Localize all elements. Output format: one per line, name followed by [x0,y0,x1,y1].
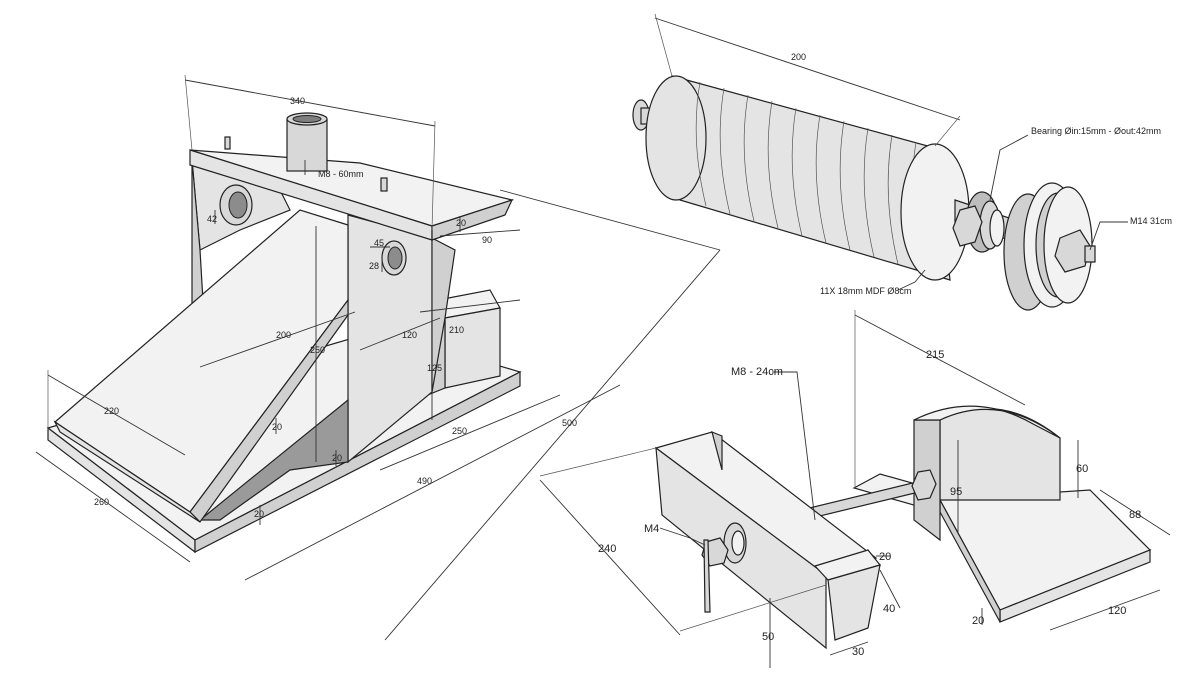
drum-assembly: 200 Bearing Øin:15mm - Øout:42mm M14 31c… [632,13,1172,311]
stand-ramp-shadow [198,398,349,521]
dim-90: 90 [482,235,492,245]
dim-120: 120 [402,330,417,340]
dim-m4: M4 [644,523,659,535]
drum-nut-left [952,205,983,247]
dim-30: 30 [852,646,864,658]
dim-200-drum: 200 [791,52,806,62]
dim-m8-24cm: M8 - 24cm [731,366,783,378]
drum-dimension-labels: 200 Bearing Øin:15mm - Øout:42mm M14 31c… [791,52,1172,296]
tensioner-assembly: M8 - 24cm 215 M4 240 95 60 88 20 40 50 3… [539,310,1171,668]
stand-assembly: 340 M8 - 60mm 42 20 90 45 28 200 250 120… [35,74,721,641]
dim-220: 220 [104,406,119,416]
stand-top-plate [189,136,515,241]
dim-45: 45 [374,238,384,248]
drum-dimension-lines [654,13,1128,291]
stand-bearing-holes [219,184,407,276]
dim-88: 88 [1129,509,1141,521]
dim-40: 40 [883,603,895,615]
dim-20-b: 20 [972,615,984,627]
stand-ramp [53,209,349,523]
tensioner-handle [703,539,711,613]
dim-240: 240 [598,543,616,555]
dim-250: 250 [452,426,467,436]
dim-260: 260 [94,497,109,507]
dim-215: 215 [926,349,944,361]
tensioner-right-block [913,405,1061,542]
dim-95: 95 [950,486,962,498]
dim-125: 125 [427,363,442,373]
dim-20-top: 20 [456,218,466,228]
dim-20-base: 20 [254,509,264,519]
dim-340: 340 [290,96,305,106]
dim-mdf-stack: 11X 18mm MDF Ø8cm [820,286,911,296]
dim-210: 210 [449,325,464,335]
tensioner-washer [723,522,747,564]
dim-490: 490 [417,476,432,486]
drum-mdf-stack [645,75,970,281]
dim-50: 50 [762,631,774,643]
dim-20-a: 20 [879,551,891,563]
dim-200-ramp: 200 [276,330,291,340]
drum-nut-right [1054,229,1096,273]
dim-20-mid: 20 [332,453,342,463]
stand-dimension-labels: 340 M8 - 60mm 42 20 90 45 28 200 250 120… [94,96,577,519]
dim-120-base: 120 [1108,605,1126,617]
dim-42: 42 [207,214,217,224]
dim-500: 500 [562,418,577,428]
tensioner-dimension-lines [539,310,1171,668]
dim-bearing: Bearing Øin:15mm - Øout:42mm [1031,126,1161,136]
tensioner-left-board [654,431,882,650]
stand-pipe [286,112,328,172]
dim-m14-31cm: M14 31cm [1130,216,1172,226]
dim-250-vertical: 250 [310,345,325,355]
stand-right-wall [347,214,456,464]
stand-dimension-lines [35,74,721,641]
dim-m8-60mm: M8 - 60mm [318,169,364,179]
dim-28: 28 [369,261,379,271]
tensioner-dimension-labels: M8 - 24cm 215 M4 240 95 60 88 20 40 50 3… [598,349,1141,658]
dim-20-ramp: 20 [272,422,282,432]
dim-60: 60 [1076,463,1088,475]
